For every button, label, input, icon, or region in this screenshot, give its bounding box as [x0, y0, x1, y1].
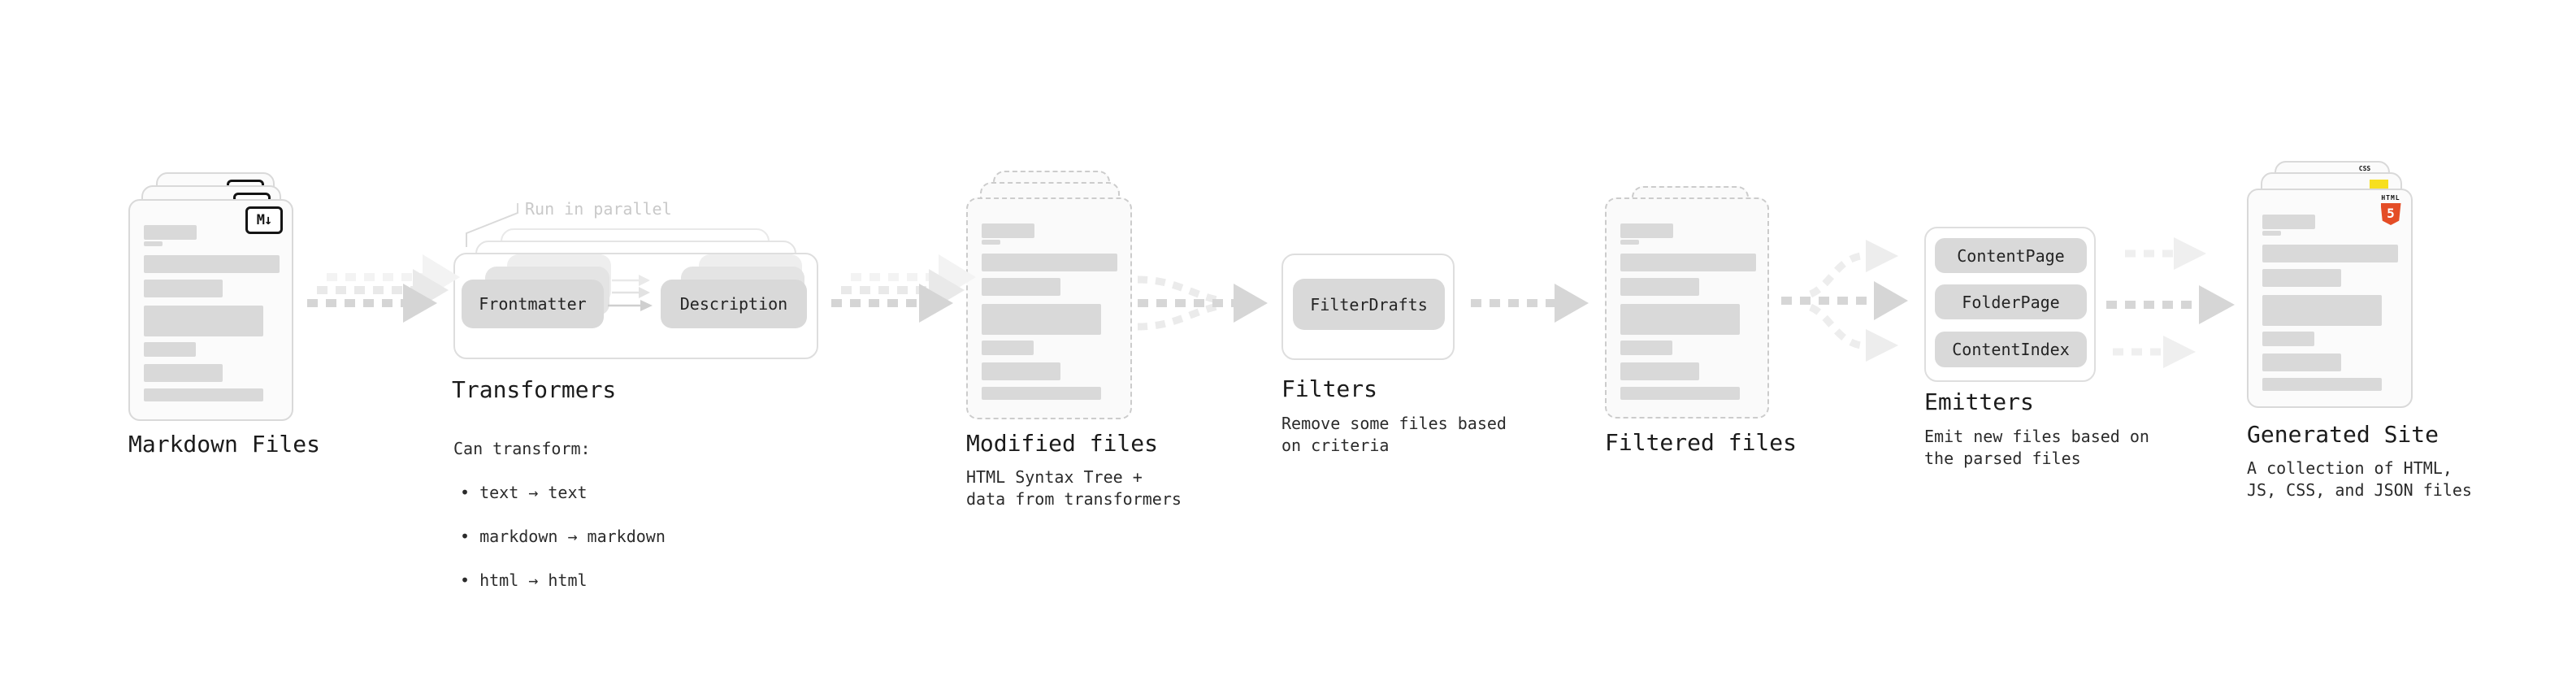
placeholder-bar: [2262, 245, 2398, 262]
placeholder-bar: [982, 304, 1101, 335]
placeholder-text-bars: [144, 225, 282, 401]
placeholder-bar: [144, 280, 223, 297]
css-label: CSS: [2358, 165, 2371, 172]
placeholder-bar: [1620, 278, 1699, 296]
node-title: Filters: [1281, 375, 1378, 402]
placeholder-bar: [2262, 354, 2341, 371]
node-title: Emitters: [1924, 388, 2034, 415]
markdown-icon: M↓: [245, 206, 283, 234]
node-title: Transformers: [452, 376, 617, 403]
html5-shield: 5: [2380, 203, 2401, 225]
placeholder-bar: [1620, 254, 1756, 271]
placeholder-bar: [982, 340, 1034, 355]
arrow-emitters-to-generated: [2106, 237, 2235, 368]
placeholder-bar: [2262, 378, 2382, 391]
placeholder-text-bars: [2262, 215, 2400, 391]
emitter-pill-contentindex: ContentIndex: [1935, 332, 2087, 367]
js-file-icon: [2370, 180, 2388, 189]
placeholder-bar: [1620, 362, 1699, 380]
html5-file-icon: HTML 5: [2379, 194, 2402, 225]
node-title: Filtered files: [1605, 429, 1798, 456]
placeholder-bar: [1620, 304, 1740, 335]
node-caption: A collection of HTML, JS, CSS, and JSON …: [2247, 458, 2472, 500]
placeholder-bar: [144, 225, 197, 240]
placeholder-bar: [144, 241, 163, 246]
placeholder-bar: [2262, 332, 2314, 346]
file-card-front: [1605, 197, 1769, 419]
node-caption: Remove some files based on criteria: [1281, 414, 1507, 455]
transform-item: html → html: [460, 570, 666, 592]
node-caption: HTML Syntax Tree + data from transformer…: [966, 467, 1182, 509]
emitter-pill-contentpage: ContentPage: [1935, 238, 2087, 273]
placeholder-bar: [2262, 231, 2281, 236]
placeholder-bar: [1620, 387, 1740, 400]
node-title: Modified files: [966, 430, 1159, 457]
placeholder-bar: [1620, 223, 1673, 238]
placeholder-bar: [982, 278, 1060, 296]
placeholder-bar: [982, 240, 1000, 245]
transformer-pill-description: Description: [661, 280, 807, 328]
placeholder-bar: [144, 255, 280, 273]
placeholder-bar: [144, 342, 196, 357]
arrow-modified-to-filters: [1137, 275, 1268, 331]
placeholder-bar: [144, 306, 263, 336]
arrow-filtered-to-emitters: [1781, 240, 1908, 362]
filter-pill-filterdrafts: FilterDrafts: [1293, 279, 1445, 330]
placeholder-bar: [982, 362, 1060, 380]
transform-item: markdown → markdown: [460, 526, 666, 548]
run-in-parallel-label: Run in parallel: [525, 199, 672, 219]
node-title: Generated Site: [2247, 421, 2439, 448]
transform-list: text → text markdown → markdown html → h…: [453, 460, 666, 614]
placeholder-bar: [2262, 215, 2315, 229]
placeholder-bar: [144, 388, 263, 401]
placeholder-bar: [1620, 340, 1672, 355]
node-caption: Emit new files based on the parsed files: [1924, 427, 2149, 468]
node-caption: Can transform: text → text markdown → ma…: [453, 416, 666, 635]
placeholder-bar: [144, 364, 223, 382]
file-card-front: HTML 5: [2247, 189, 2413, 408]
placeholder-bar: [982, 387, 1101, 400]
caption-heading: Can transform:: [453, 439, 591, 458]
file-card-front: M↓: [128, 199, 293, 421]
placeholder-text-bars: [982, 223, 1120, 400]
placeholder-bar: [982, 254, 1117, 271]
arrow-filters-to-filtered: [1471, 284, 1589, 323]
placeholder-bar: [982, 223, 1034, 238]
html5-label: HTML: [2381, 194, 2400, 202]
placeholder-bar: [2262, 269, 2341, 287]
arrow-markdown-to-transformers: [307, 254, 460, 323]
transformer-pill-frontmatter: Frontmatter: [462, 280, 604, 328]
node-title: Markdown Files: [128, 431, 321, 458]
placeholder-text-bars: [1620, 223, 1759, 400]
placeholder-bar: [2262, 295, 2382, 326]
file-card-front: [966, 197, 1132, 419]
placeholder-bar: [1620, 240, 1639, 245]
arrow-transformers-to-modified: [831, 254, 976, 323]
transform-item: text → text: [460, 482, 666, 504]
emitter-pill-folderpage: FolderPage: [1935, 284, 2087, 319]
